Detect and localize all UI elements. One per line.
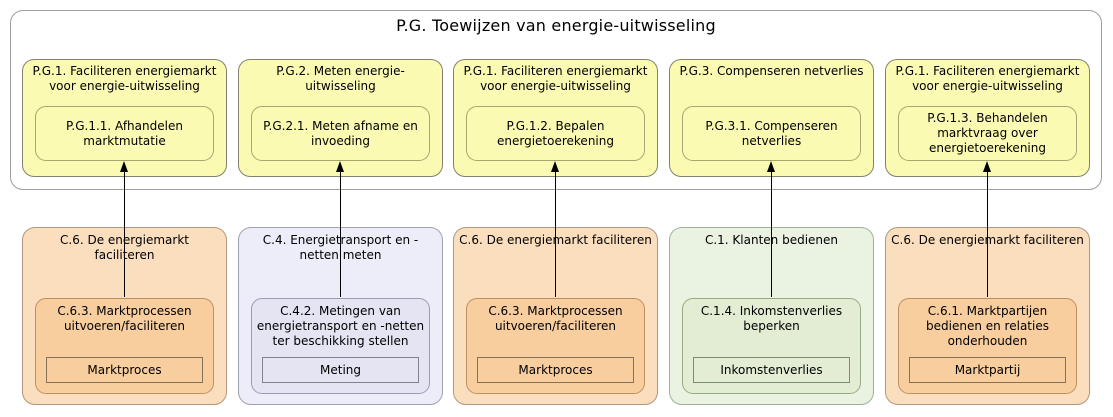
arrow-shaft (987, 170, 988, 297)
capability-box: C.6. De energiemarkt faciliteren C.6.1. … (885, 227, 1090, 405)
subgoal-box: P.G.2.1. Meten afname en invoeding (251, 106, 430, 161)
process-title: C.4.2. Metingen van energietransport en … (256, 304, 425, 348)
goal-title: P.G.1. Faciliteren energiemarkt voor ene… (32, 64, 217, 93)
arrowhead-icon (551, 161, 559, 172)
process-title: C.6.3. Marktprocessen uitvoeren/facilite… (488, 304, 623, 333)
subgoal-box: P.G.1.2. Bepalen energietoerekening (466, 106, 645, 161)
capability-box: C.6. De energiemarkt faciliteren C.6.3. … (22, 227, 227, 405)
goal-box: P.G.1. Faciliteren energiemarkt voor ene… (22, 59, 227, 177)
process-title: C.6.1. Marktpartijen bedienen en relatie… (926, 304, 1049, 348)
column-5: P.G.1. Faciliteren energiemarkt voor ene… (885, 0, 1090, 417)
arrowhead-icon (336, 161, 344, 172)
arrowhead-icon (120, 161, 128, 172)
arrowhead-icon (983, 161, 991, 172)
goal-title: P.G.1. Faciliteren energiemarkt voor ene… (463, 64, 648, 93)
object-label: Meting (262, 357, 419, 383)
arrow-shaft (771, 170, 772, 297)
process-box: C.6.3. Marktprocessen uitvoeren/facilite… (466, 298, 645, 394)
goal-box: P.G.1. Faciliteren energiemarkt voor ene… (453, 59, 658, 177)
subgoal-box: P.G.1.1. Afhandelen marktmutatie (35, 106, 214, 161)
process-box: C.4.2. Metingen van energietransport en … (251, 298, 430, 394)
goal-box: P.G.1. Faciliteren energiemarkt voor ene… (885, 59, 1090, 177)
arrow-shaft (124, 170, 125, 297)
capability-title: C.6. De energiemarkt faciliteren (459, 233, 652, 247)
object-label: Marktproces (477, 357, 634, 383)
column-3: P.G.1. Faciliteren energiemarkt voor ene… (453, 0, 658, 417)
process-box: C.1.4. Inkomstenverlies beperken Inkomst… (682, 298, 861, 394)
goal-box: P.G.2. Meten energie- uitwisseling P.G.2… (238, 59, 443, 177)
arrow-shaft (340, 170, 341, 297)
arrow-shaft (555, 170, 556, 297)
process-title: C.1.4. Inkomstenverlies beperken (700, 304, 843, 333)
object-label: Marktpartij (909, 357, 1066, 383)
arrowhead-icon (767, 161, 775, 172)
arrow-up (983, 161, 992, 297)
goal-title: P.G.1. Faciliteren energiemarkt voor ene… (895, 64, 1080, 93)
column-4: P.G.3. Compenseren netverlies P.G.3.1. C… (669, 0, 874, 417)
capability-title: C.1. Klanten bedienen (704, 233, 839, 247)
arrow-up (767, 161, 776, 297)
subgoal-box: P.G.1.3. Behandelen marktvraag over ener… (898, 106, 1077, 161)
arrow-up (551, 161, 560, 297)
arrow-up (336, 161, 345, 297)
object-label: Marktproces (46, 357, 203, 383)
object-label: Inkomstenverlies (693, 357, 850, 383)
diagram-title: P.G. Toewijzen van energie-uitwisseling (396, 16, 716, 35)
column-2: P.G.2. Meten energie- uitwisseling P.G.2… (238, 0, 443, 417)
subgoal-box: P.G.3.1. Compenseren netverlies (682, 106, 861, 161)
goal-title: P.G.2. Meten energie- uitwisseling (276, 64, 405, 93)
capability-title: C.6. De energiemarkt faciliteren (891, 233, 1084, 247)
process-box: C.6.1. Marktpartijen bedienen en relatie… (898, 298, 1077, 394)
process-box: C.6.3. Marktprocessen uitvoeren/facilite… (35, 298, 214, 394)
goal-title: P.G.3. Compenseren netverlies (679, 64, 864, 78)
arrow-up (120, 161, 129, 297)
goal-box: P.G.3. Compenseren netverlies P.G.3.1. C… (669, 59, 874, 177)
column-1: P.G.1. Faciliteren energiemarkt voor ene… (22, 0, 227, 417)
process-title: C.6.3. Marktprocessen uitvoeren/facilite… (57, 304, 192, 333)
